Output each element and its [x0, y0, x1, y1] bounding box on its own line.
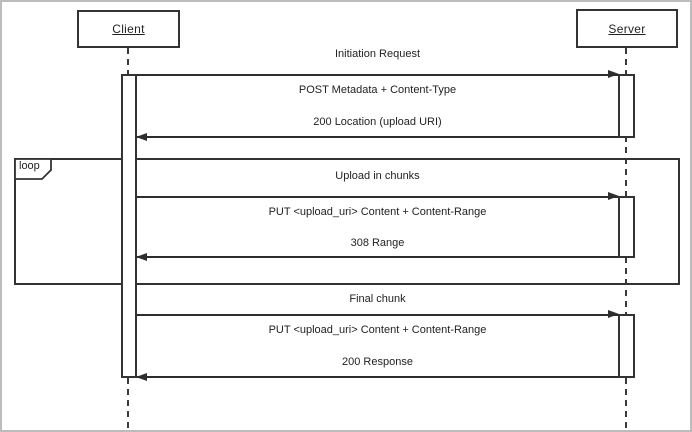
request-arrow-put-chunk	[137, 192, 619, 200]
message-label-200-response: 200 Response	[342, 356, 413, 368]
section-title-initiation-request: Initiation Request	[335, 48, 420, 60]
server-activation-bar-final	[618, 314, 635, 378]
loop-fragment-frame	[14, 158, 680, 285]
section-title-final-chunk: Final chunk	[349, 293, 406, 305]
actor-box-server: Server	[576, 9, 678, 48]
message-label-308-range: 308 Range	[350, 237, 405, 249]
request-arrow-put-final-chunk	[137, 310, 619, 318]
loop-label-pentagon-icon	[14, 158, 52, 180]
server-activation-bar-loop	[618, 196, 635, 258]
response-arrow-200-response	[136, 373, 618, 381]
response-arrow-308-range	[136, 253, 618, 261]
actor-box-client: Client	[77, 10, 180, 48]
message-label-put-chunk: PUT <upload_uri> Content + Content-Range	[268, 206, 487, 218]
message-label-put-final-chunk: PUT <upload_uri> Content + Content-Range	[268, 324, 487, 336]
server-activation-bar-initiation	[618, 74, 635, 138]
message-label-200-location: 200 Location (upload URI)	[313, 116, 442, 128]
section-title-upload-in-chunks: Upload in chunks	[335, 170, 420, 182]
response-arrow-200-location	[136, 133, 618, 141]
actor-label-server: Server	[608, 21, 646, 36]
message-label-post-metadata: POST Metadata + Content-Type	[298, 84, 457, 96]
request-arrow-post-metadata	[137, 70, 619, 78]
actor-label-client: Client	[112, 22, 145, 36]
loop-fragment-label: loop	[19, 160, 40, 172]
client-activation-bar	[121, 74, 137, 378]
